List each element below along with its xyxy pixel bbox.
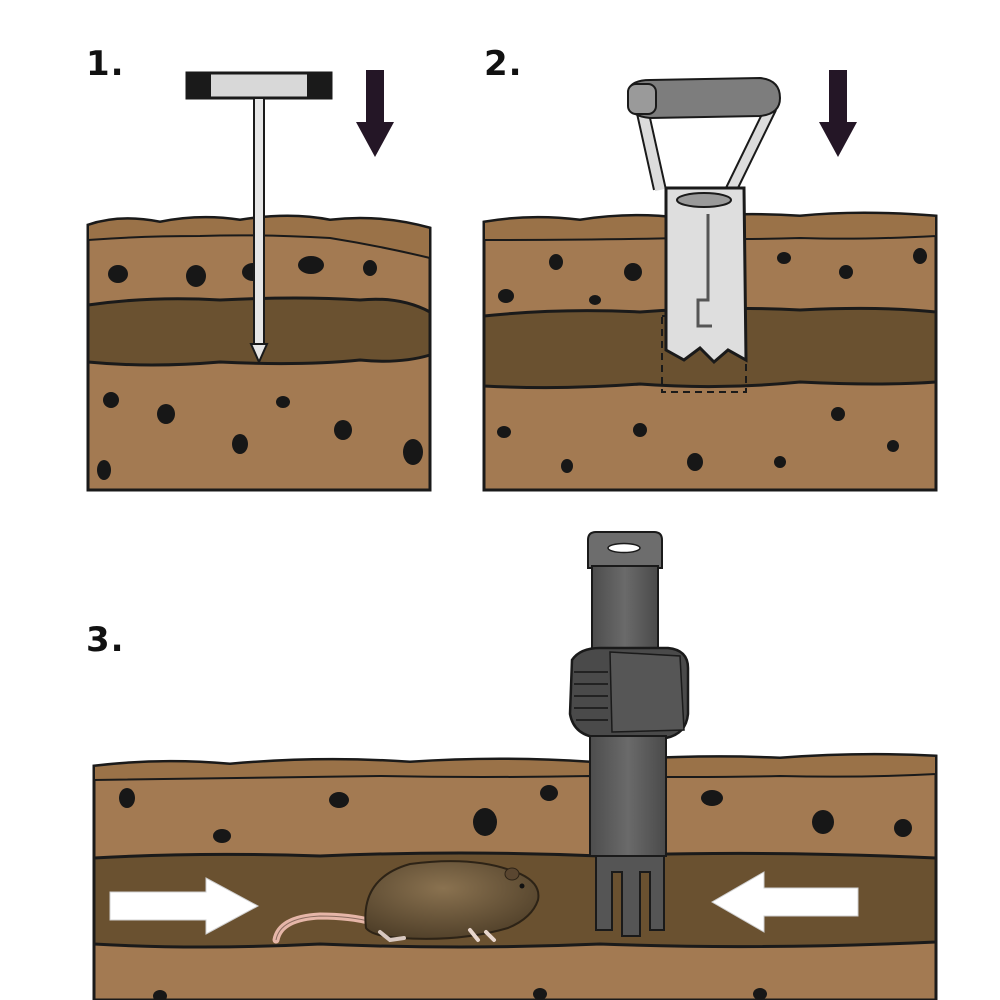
panel-1 [86, 70, 432, 492]
gopher-icon [272, 860, 540, 944]
panel-3 [92, 531, 938, 1000]
ground-strip-1 [87, 215, 431, 260]
ground-strip-3 [93, 753, 937, 782]
right-arrow-icon [109, 877, 260, 935]
panel-2 [482, 70, 938, 492]
stones-3 [119, 785, 912, 1000]
down-arrow-icon [819, 70, 857, 157]
left-arrow-icon [710, 871, 859, 933]
setter-tool-icon [627, 76, 782, 365]
stones-1 [97, 256, 423, 480]
probe-tool-icon [185, 71, 333, 365]
step-3-label: 3. [86, 620, 125, 660]
step-1-label: 1. [86, 44, 125, 84]
stones-2 [497, 248, 927, 473]
step-2-label: 2. [484, 44, 523, 84]
trap-icon [568, 531, 690, 937]
down-arrow-icon [356, 70, 394, 157]
